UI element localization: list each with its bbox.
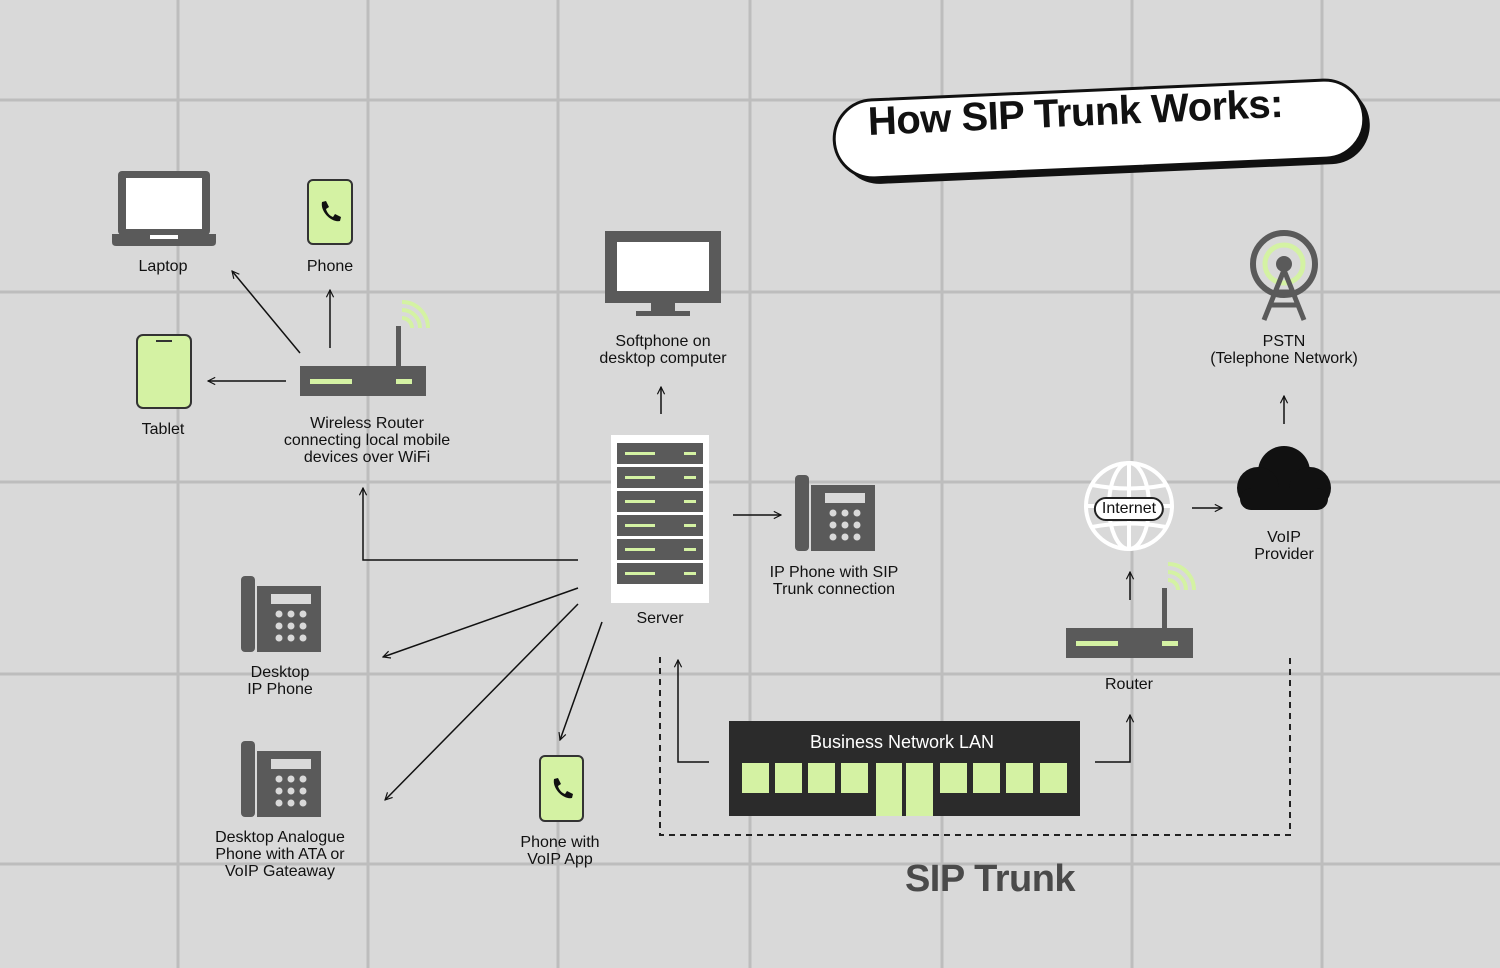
softphone-label: Softphone on desktop computer [599, 333, 727, 367]
monitor-icon [605, 231, 721, 316]
phone-icon [307, 179, 353, 245]
router-label: Router [1104, 676, 1154, 693]
server-label: Server [636, 610, 684, 627]
server-icon [611, 435, 709, 603]
desktop-ip-phone-icon [241, 576, 321, 652]
desktop-ip-phone-label: Desktop IP Phone [247, 664, 313, 698]
title-pill-shape [832, 78, 1370, 184]
router-icon [1066, 562, 1196, 658]
tablet-icon [136, 334, 192, 409]
analogue-phone-icon [241, 741, 321, 817]
sip-trunk-label: SIP Trunk [904, 858, 1076, 900]
phone-label: Phone [306, 258, 354, 275]
cloud-icon [1237, 446, 1331, 510]
analogue-phone-label: Desktop Analogue Phone with ATA or VoIP … [215, 829, 345, 880]
ip-phone-label: IP Phone with SIP Trunk connection [769, 564, 899, 598]
tablet-label: Tablet [141, 421, 185, 438]
internet-label: Internet [1093, 497, 1165, 521]
laptop-icon [112, 171, 216, 246]
wireless-router-label: Wireless Router connecting local mobile … [283, 415, 451, 466]
ip-phone-icon [795, 475, 875, 551]
pstn-label: PSTN (Telephone Network) [1210, 333, 1358, 367]
tower-icon [1250, 230, 1318, 321]
wireless-router-icon [300, 300, 430, 396]
lan-switch [729, 721, 1080, 816]
voip-app-phone-label: Phone with VoIP App [520, 834, 600, 868]
voip-provider-label: VoIP Provider [1254, 529, 1314, 563]
voip-app-phone-icon [539, 755, 584, 822]
lan-title: Business Network LAN [809, 732, 995, 752]
connectors [208, 271, 1284, 800]
laptop-label: Laptop [138, 258, 188, 275]
sip-trunk-bracket [659, 657, 1291, 836]
